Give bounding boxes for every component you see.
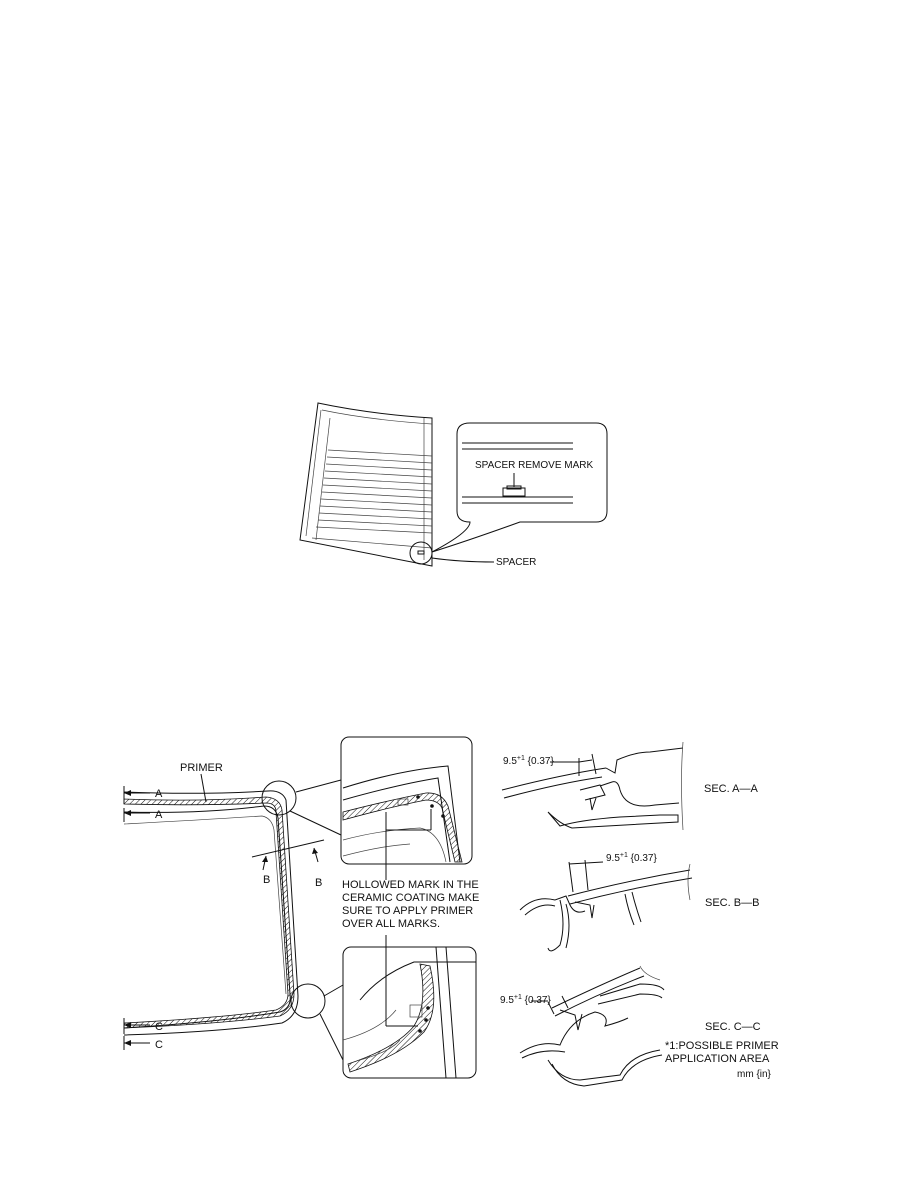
section-a-a-drawing: 9.5+1 {0.37} SEC. A—A [501,741,758,831]
footnote: *1:POSSIBLE PRIMER APPLICATION AREA mm {… [665,1040,779,1080]
callout-bubble [431,422,608,553]
rear-window-glass [299,402,433,567]
svg-text:HOLLOWED MARK IN THE: HOLLOWED MARK IN THE [342,879,479,891]
rear-window-spacer-figure: SPACER REMOVE MARK SPACER [299,402,608,568]
section-a-dimension: 9.5+1 {0.37} [503,755,554,767]
spacer-circle [409,541,433,565]
section-mark-b: B B [251,839,325,889]
section-c-c-drawing: 9.5+1 {0.37} SEC. C—C [500,965,761,1087]
section-a-label: SEC. A—A [704,783,758,795]
section-mark-a-bottom: A [123,808,163,822]
section-mark-a-top: A [123,786,163,804]
corner-detail-circle-top [261,780,297,816]
spacer-remove-mark-icon [502,485,526,497]
defogger-lines [315,449,433,534]
svg-text:B: B [263,874,270,886]
section-mark-c-bottom: C [123,1036,163,1051]
spacer-remove-mark-label: SPACER REMOVE MARK [475,460,593,471]
hollowed-mark-note: HOLLOWED MARK IN THE CERAMIC COATING MAK… [342,879,479,930]
svg-text:*1:POSSIBLE PRIMER: *1:POSSIBLE PRIMER [665,1040,779,1052]
svg-text:SURE TO APPLY PRIMER: SURE TO APPLY PRIMER [342,905,473,917]
section-b-dimension: 9.5+1 {0.37} [606,852,657,864]
svg-text:OVER ALL MARKS.: OVER ALL MARKS. [342,918,440,930]
svg-text:APPLICATION AREA: APPLICATION AREA [665,1053,770,1065]
svg-text:B: B [315,877,322,889]
section-c-dimension: 9.5+1 {0.37} [500,994,551,1006]
corner-detail-top [340,736,473,880]
svg-text:A: A [155,809,163,821]
corner-detail-bottom [342,935,477,1079]
svg-text:C: C [155,1039,163,1051]
units-label: mm {in} [737,1069,772,1080]
section-mark-c-top: C [123,1018,163,1034]
primer-application-figure: A A B B C C [123,736,779,1087]
spacer-label: SPACER [496,557,536,568]
primer-label: PRIMER [180,762,223,774]
corner-detail-circle-bottom [290,983,326,1019]
section-b-label: SEC. B—B [705,897,759,909]
glass-outline [123,790,299,1036]
svg-text:CERAMIC COATING MAKE: CERAMIC COATING MAKE [342,892,479,904]
section-b-b-drawing: 9.5+1 {0.37} SEC. B—B [519,852,759,952]
spacer-icon [417,550,425,555]
svg-text:A: A [155,788,163,800]
svg-text:C: C [155,1021,163,1033]
section-c-label: SEC. C—C [705,1021,761,1033]
